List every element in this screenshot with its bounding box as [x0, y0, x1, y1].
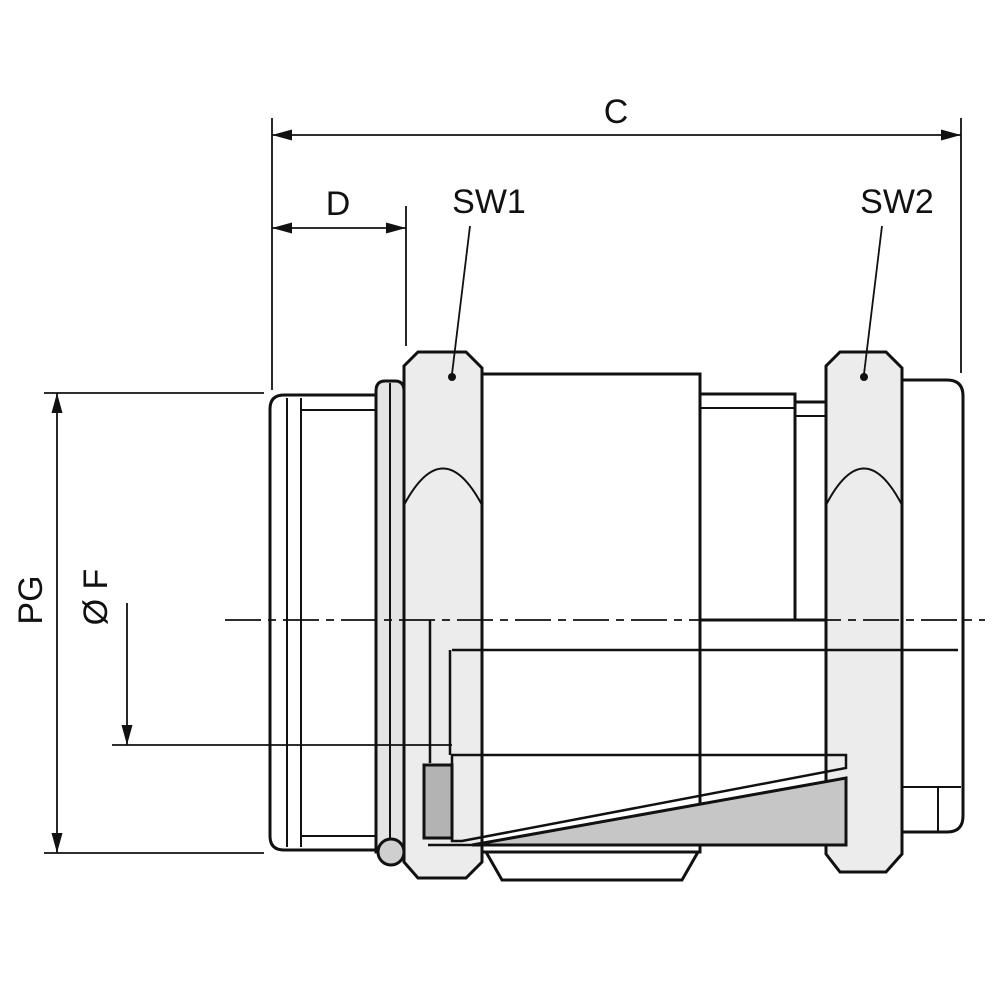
hex-sw1-chamfer-arc — [403, 467, 483, 506]
arrow-f-bottom — [121, 725, 133, 745]
leader-line-sw1 — [451, 225, 471, 375]
step-ring — [793, 400, 829, 622]
o-ring — [376, 837, 406, 867]
arrow-d-left — [272, 222, 292, 234]
body-bottom-flange — [483, 850, 701, 882]
hex-nut-sw2 — [824, 350, 904, 874]
dim-label-sw1: SW1 — [452, 183, 526, 221]
pg-thread-stub — [268, 393, 380, 852]
leader-line-sw2 — [863, 225, 883, 375]
arrow-c-left — [272, 129, 292, 141]
gland-main-body — [480, 372, 702, 854]
arrow-pg-top — [51, 393, 63, 413]
seal-crosshatch — [450, 753, 848, 843]
leader-dot-sw2 — [860, 373, 868, 381]
leader-dot-sw1 — [448, 373, 456, 381]
hex-nut-sw1 — [402, 350, 484, 880]
dim-label-d: D — [326, 185, 351, 223]
neck-thread — [698, 392, 797, 622]
arrow-c-right — [941, 129, 961, 141]
dim-label-sw2: SW2 — [860, 183, 934, 221]
clamping-cone — [471, 776, 848, 847]
dimensions-group: C D SW1 SW2 PG Ø F — [12, 93, 962, 854]
dim-label-f: Ø F — [77, 569, 115, 626]
arrow-d-right — [386, 222, 406, 234]
gland-body-group — [268, 350, 965, 882]
hex-sw2-chamfer-arc — [825, 467, 903, 506]
clamp-insert — [422, 763, 454, 840]
arrow-pg-bottom — [51, 833, 63, 853]
end-cap — [900, 378, 965, 834]
dim-label-c: C — [604, 93, 629, 131]
dim-label-pg: PG — [12, 575, 50, 624]
